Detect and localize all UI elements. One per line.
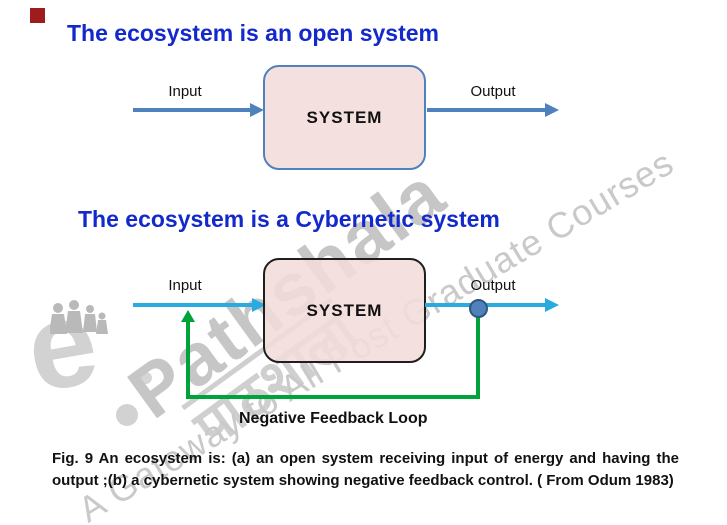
input-arrowhead-icon — [250, 103, 264, 117]
corner-marker — [30, 8, 45, 23]
feedback-arrowhead-icon — [181, 310, 195, 322]
output-arrow — [427, 108, 546, 112]
input-label: Input — [168, 277, 202, 294]
feedback-drop — [476, 314, 480, 399]
input-arrow — [133, 108, 252, 112]
system-box: SYSTEM — [263, 65, 426, 170]
logo-dot-small — [140, 372, 152, 384]
feedback-node — [469, 299, 488, 318]
system-label: SYSTEM — [306, 107, 383, 127]
input-arrowhead-icon — [252, 298, 266, 312]
output-arrowhead-icon — [545, 298, 559, 312]
output-label: Output — [470, 277, 516, 294]
feedback-riser — [186, 321, 190, 399]
figure-caption: Fig. 9 An ecosystem is: (a) an open syst… — [52, 450, 679, 489]
input-label: Input — [168, 83, 202, 100]
system-label: SYSTEM — [306, 300, 383, 320]
output-label: Output — [470, 83, 516, 100]
output-arrowhead-icon — [545, 103, 559, 117]
feedback-loop-label: Negative Feedback Loop — [239, 410, 428, 427]
system-box: SYSTEM — [263, 258, 426, 363]
family-silhouette-icon — [50, 300, 108, 334]
feedback-run — [186, 395, 480, 399]
title-cybernetic-system: The ecosystem is a Cybernetic system — [78, 206, 500, 232]
input-arrow — [133, 303, 254, 307]
title-open-system: The ecosystem is an open system — [67, 20, 439, 46]
logo-dot — [116, 404, 138, 426]
